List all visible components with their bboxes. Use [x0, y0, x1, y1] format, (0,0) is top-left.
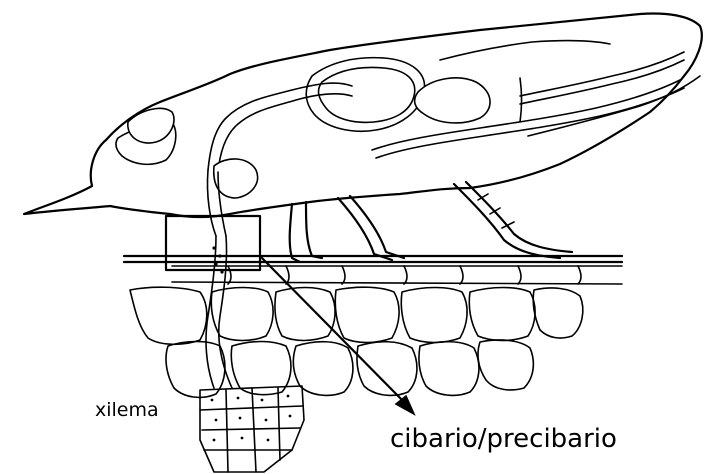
label-xylem: xilema — [95, 399, 159, 421]
xylem-bundle — [200, 386, 304, 472]
arrowhead — [396, 396, 414, 414]
plant-cells — [130, 287, 583, 397]
insect-legs — [290, 182, 572, 262]
stylet-path — [206, 236, 232, 388]
label-cibarium: cibario/precibario — [390, 424, 617, 454]
